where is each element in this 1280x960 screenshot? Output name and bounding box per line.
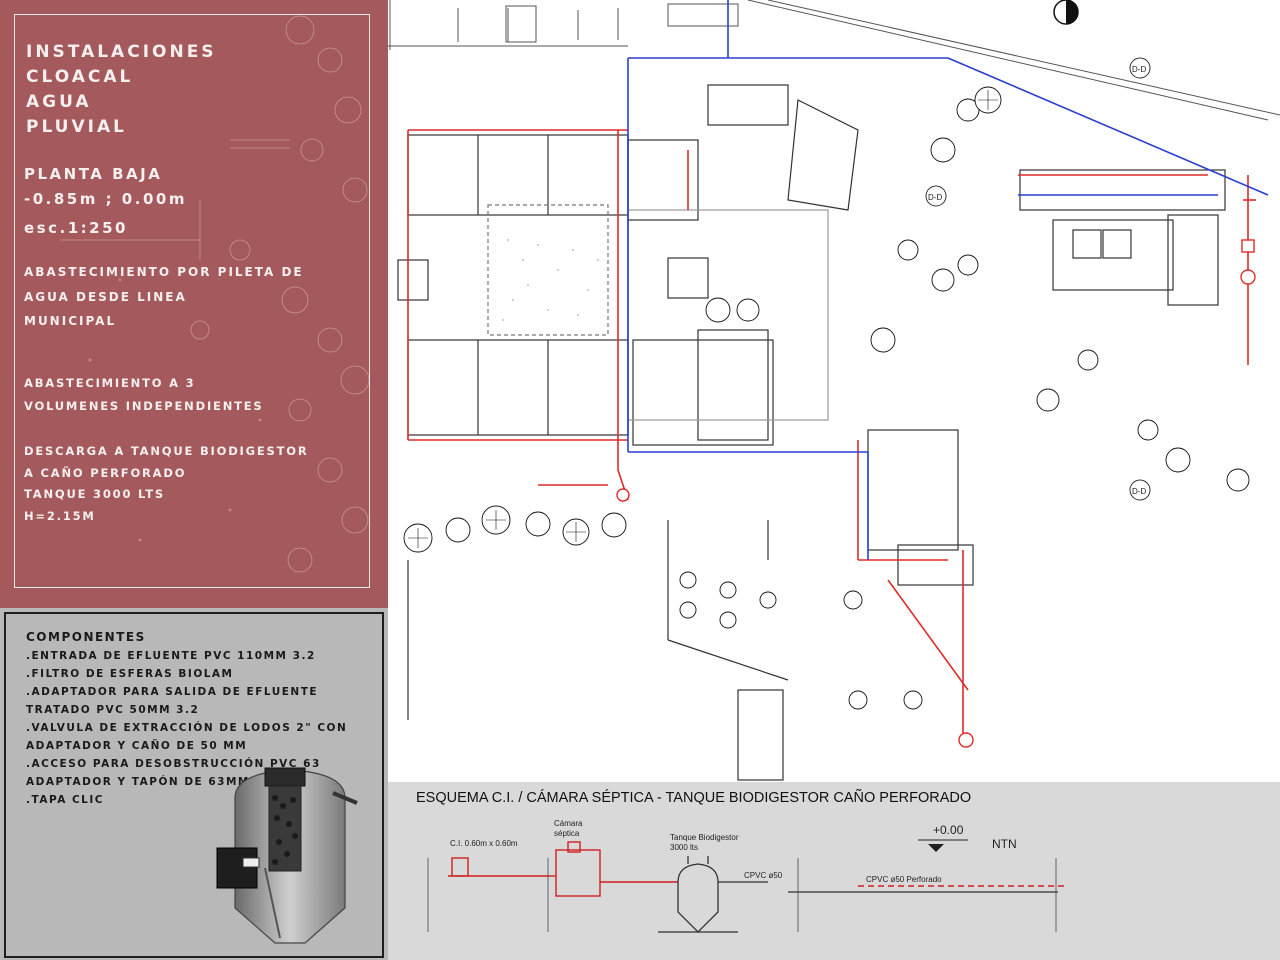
discharge-line-2: a caño perforado <box>24 466 187 480</box>
title-line-4: PLUVIAL <box>26 117 127 137</box>
level-line-1: PLANTA BAJA <box>24 165 163 183</box>
components-panel: COMPONENTES .entrada de efluente pvc 110… <box>0 608 388 960</box>
info-panel-texture <box>60 15 370 573</box>
component-item-6: adaptador y caño de 50 mm <box>26 740 248 752</box>
section-marker-right-label: D-D <box>1132 487 1146 496</box>
component-item-3: .adaptador para salida de efluente <box>26 686 319 698</box>
info-panel: INSTALACIONES CLOACAL AGUA PLUVIAL PLANT… <box>0 0 388 608</box>
septic-scheme-panel: ESQUEMA C.I. / CÁMARA SÉPTICA - TANQUE B… <box>388 782 1280 960</box>
cpvc-label: CPVC ø50 <box>744 871 783 880</box>
discharge-line-3: tanque 3000 lts <box>24 487 166 501</box>
tanque-label-1: Tanque Biodigestor <box>670 833 739 842</box>
supply-line-2: AGUA DESDE LINEA <box>24 290 187 304</box>
title-line-1: INSTALACIONES <box>26 42 217 62</box>
inspection-chambers <box>616 239 1256 748</box>
supply-line-3: MUNICIPAL <box>24 314 117 328</box>
volumes-line-2: volumenes independientes <box>24 399 264 413</box>
info-panel-frame <box>14 14 370 588</box>
scheme-title: ESQUEMA C.I. / CÁMARA SÉPTICA - TANQUE B… <box>416 790 972 806</box>
components-frame <box>4 612 384 958</box>
level-marker: +0.00 NTN <box>918 823 1017 852</box>
scale-label: esc.1:250 <box>24 219 128 237</box>
ground-floor-plan: D-D D-D D-D <box>388 0 1280 782</box>
biodigester-tank-illustration <box>216 767 358 944</box>
north-compass <box>1053 0 1079 25</box>
title-line-3: AGUA <box>26 92 92 112</box>
component-item-7: .acceso para desobstrucción pvc 63 <box>26 758 321 770</box>
dimension-ticks <box>427 858 1057 932</box>
plan-top-edge <box>388 0 1280 121</box>
component-item-4: tratado pvc 50mm 3.2 <box>26 704 200 716</box>
title-line-2: CLOACAL <box>26 67 134 87</box>
septic-chamber <box>548 841 678 897</box>
septic-scheme-drawing: +0.00 NTN C.I. 0.60m x 0.60m Cámara sépt… <box>427 819 1068 933</box>
section-marker-top: D-D <box>1129 57 1151 79</box>
ci-chamber <box>448 857 548 877</box>
component-item-5: .valvula de extracción de lodos 2" con <box>26 722 348 734</box>
tree-hatching <box>408 90 998 548</box>
component-item-1: .entrada de efluente pvc 110mm 3.2 <box>26 650 316 662</box>
section-marker-mid: D-D <box>925 185 947 207</box>
camara-label-2: séptica <box>554 829 580 838</box>
level-label: +0.00 <box>933 823 964 837</box>
component-item-8: adaptador y tapón de 63mm <box>26 776 250 788</box>
biodigester-tank <box>658 856 738 933</box>
components-title: COMPONENTES <box>26 630 146 644</box>
tanque-label-2: 3000 lts <box>670 843 698 852</box>
discharge-line-1: descarga a tanque biodigestor <box>24 444 309 458</box>
ci-label: C.I. 0.60m x 0.60m <box>450 839 518 848</box>
courtyard-texture <box>502 239 599 321</box>
perforado-label: CPVC ø50 Perforado <box>866 875 942 884</box>
section-marker-top-label: D-D <box>1132 65 1146 74</box>
ntn-label: NTN <box>992 837 1017 851</box>
section-marker-mid-label: D-D <box>928 193 942 202</box>
trees <box>403 86 1250 710</box>
section-marker-right: D-D <box>1129 479 1151 501</box>
discharge-line-4: h=2.15m <box>24 509 96 523</box>
water-supply-lines <box>627 0 1269 560</box>
component-item-9: .tapa clic <box>26 794 104 806</box>
outlet-pipe <box>718 881 1058 893</box>
component-item-2: .filtro de esferas biolam <box>26 668 234 680</box>
level-line-2: -0.85m ; 0.00m <box>24 190 187 208</box>
camara-label-1: Cámara <box>554 819 583 828</box>
right-building <box>1019 169 1226 306</box>
supply-line-1: ABASTECIMIENTO POR PILETA DE <box>24 265 304 279</box>
volumes-line-1: abastecimiento a 3 <box>24 376 196 390</box>
